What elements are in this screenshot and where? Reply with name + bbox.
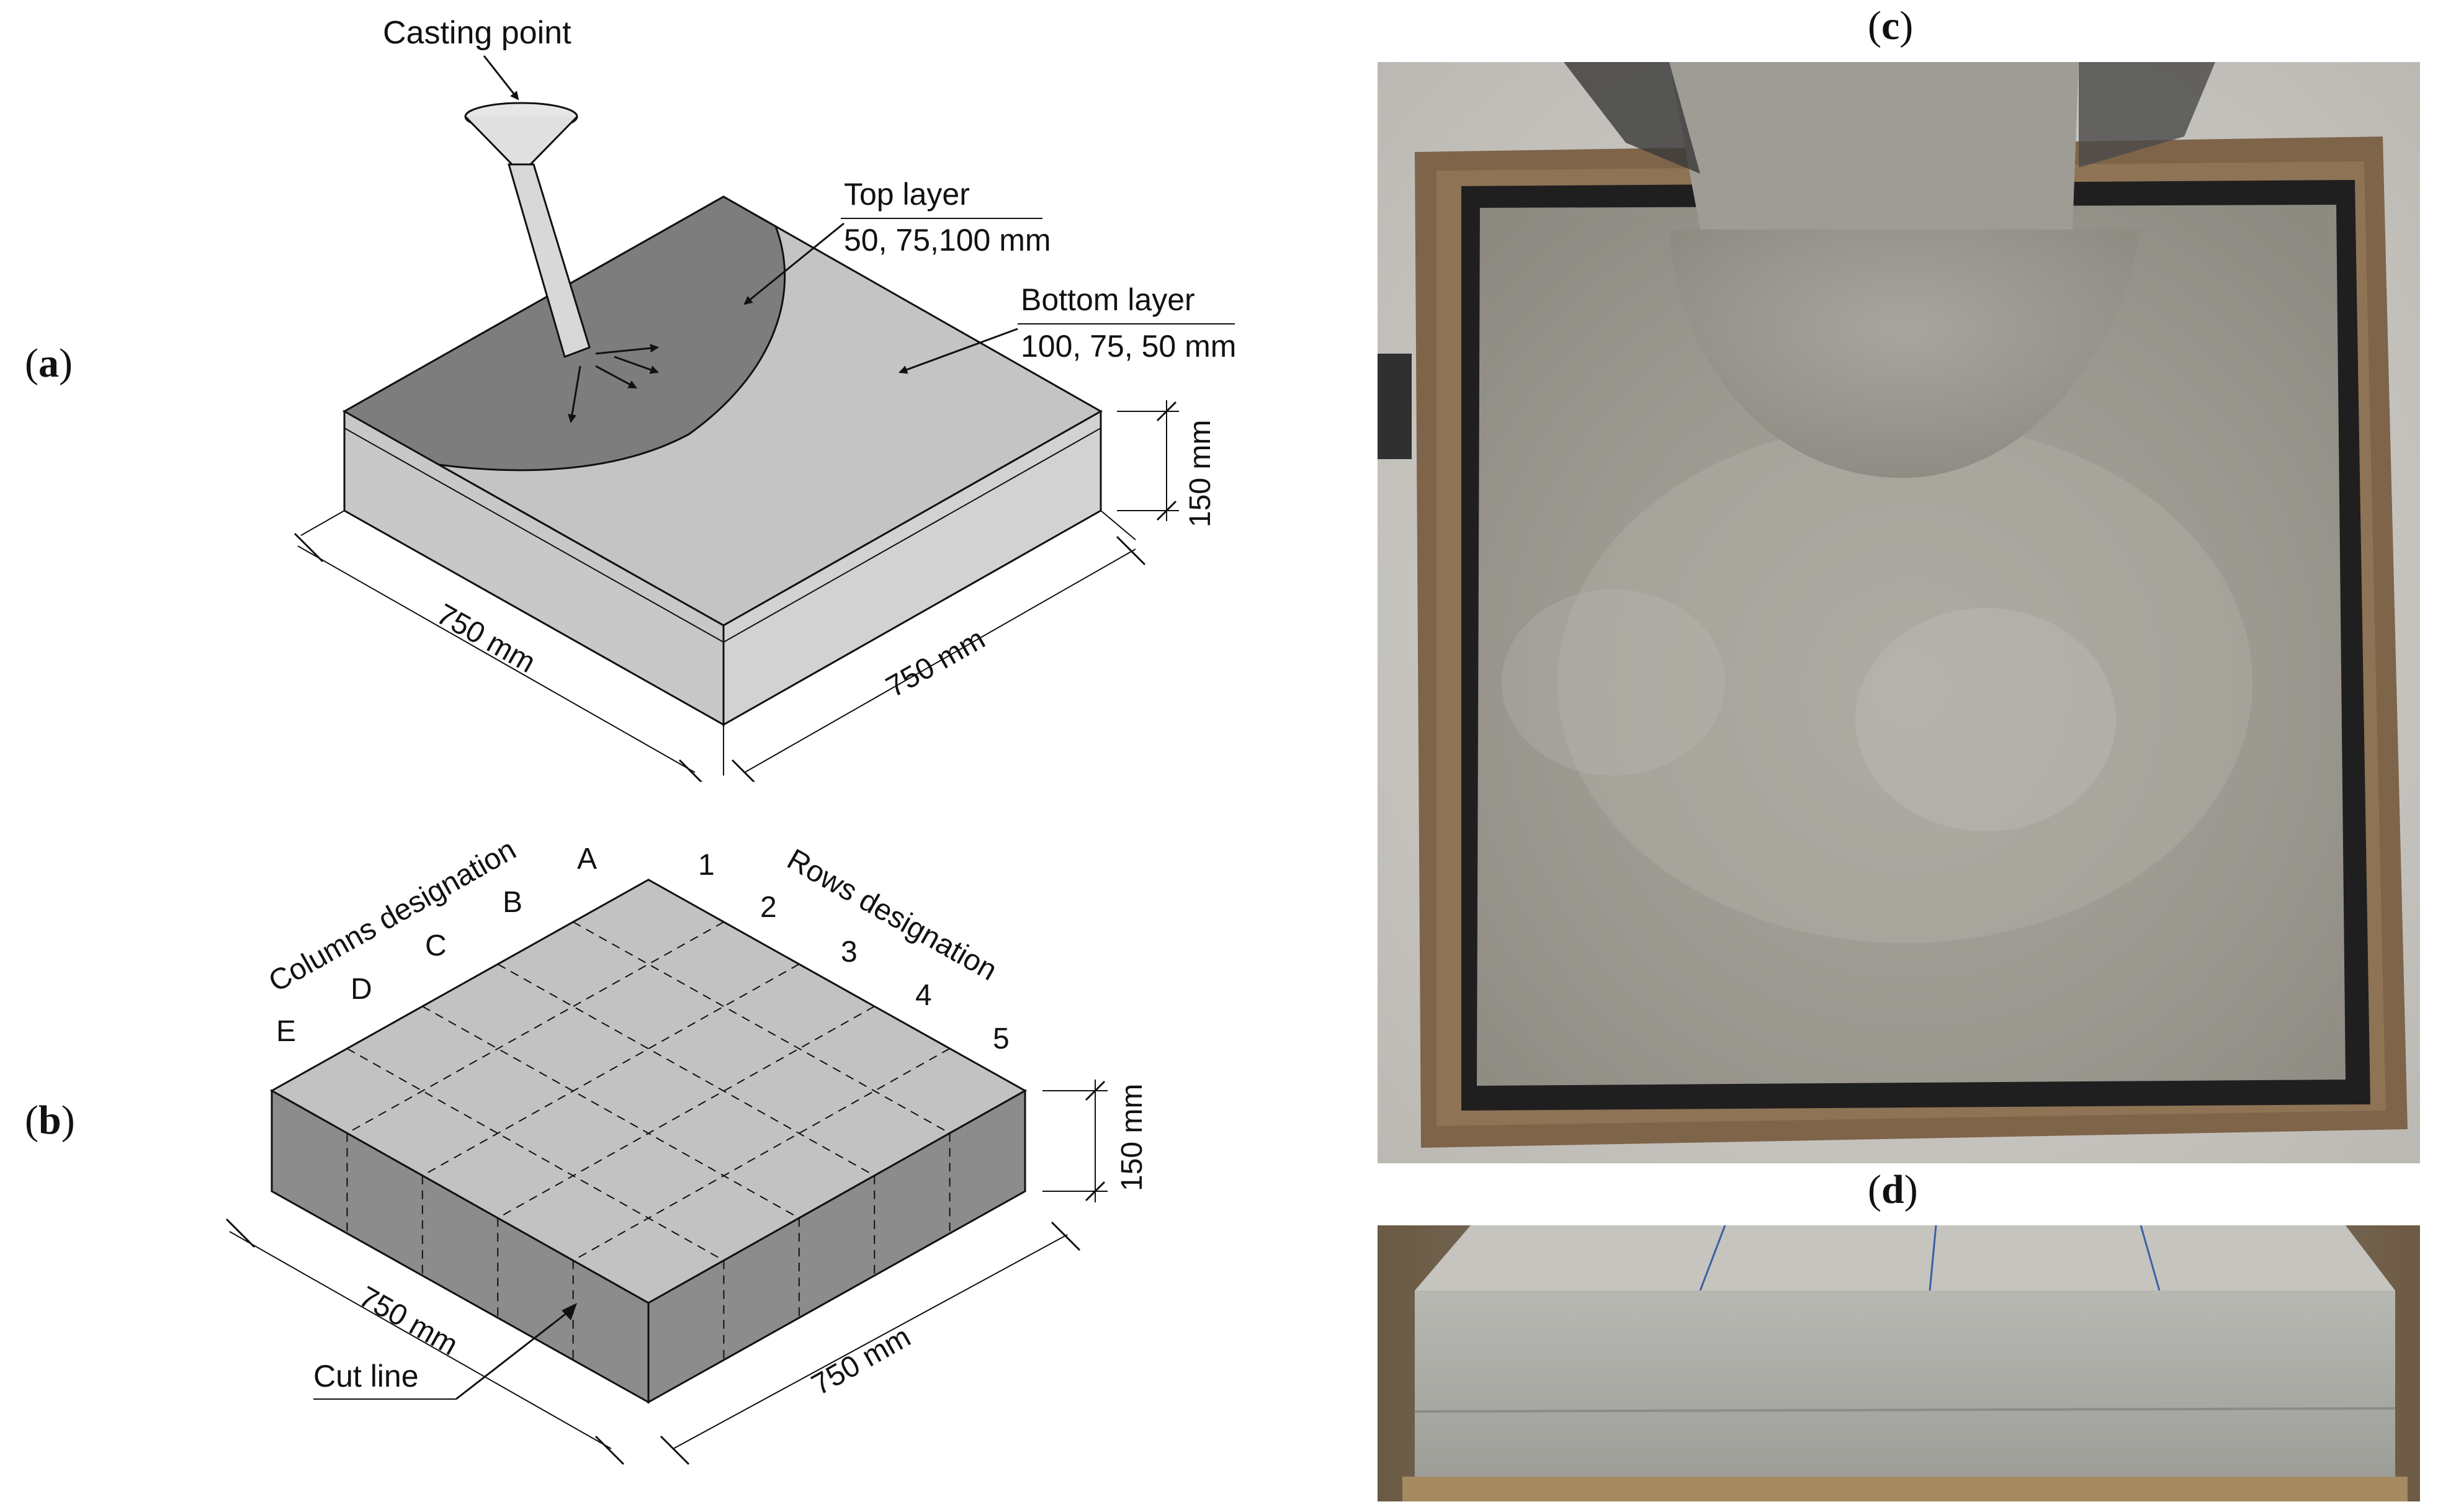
column-label-d: D xyxy=(351,973,372,1006)
panel-label-d: (d) xyxy=(1868,1167,1918,1212)
photo-casting xyxy=(1378,62,2420,1163)
cut-line xyxy=(422,1006,800,1219)
width-left-label-b: 750 mm xyxy=(354,1280,464,1362)
diagram-a: Casting point Top layer 50, 75,100 mm Bo… xyxy=(294,15,1236,782)
diagram-b: Columns designation Rows designation A B… xyxy=(225,833,1149,1465)
panel-label-c: (c) xyxy=(1868,3,1914,48)
concrete-surface xyxy=(1477,205,2346,1086)
row-label-3: 3 xyxy=(841,936,858,968)
poured-concrete-heap xyxy=(1669,230,2141,478)
slab-top-surface xyxy=(1415,1225,2395,1291)
column-label-b: B xyxy=(503,886,522,919)
cut-line xyxy=(573,1048,951,1261)
bottom-layer-label: Bottom layer xyxy=(1021,282,1195,317)
row-label-5: 5 xyxy=(993,1022,1010,1055)
cut-line-label: Cut line xyxy=(313,1359,419,1393)
height-label-a: 150 mm xyxy=(1184,420,1217,527)
column-label-e: E xyxy=(276,1015,296,1048)
rows-designation-label: Rows designation xyxy=(782,843,1003,987)
width-right-label-b: 750 mm xyxy=(806,1320,916,1402)
cut-line xyxy=(346,1048,724,1261)
height-label-b: 150 mm xyxy=(1116,1084,1149,1191)
chute xyxy=(1669,62,2079,230)
panel-label-a: (a) xyxy=(25,341,73,386)
row-label-1: 1 xyxy=(698,849,715,882)
column-label-c: C xyxy=(425,929,447,962)
cut-line xyxy=(346,921,724,1134)
column-label-a: A xyxy=(577,843,597,875)
top-layer-label: Top layer xyxy=(844,177,970,212)
slab-b-right-face xyxy=(647,1089,1026,1404)
cut-line xyxy=(422,964,800,1176)
slab-side xyxy=(1415,1291,2395,1477)
width-right-label-a: 750 mm xyxy=(881,622,990,704)
cut-line xyxy=(573,921,951,1134)
cut-line xyxy=(497,964,875,1176)
panel-label-b: (b) xyxy=(25,1098,75,1143)
top-layer-values: 50, 75,100 mm xyxy=(844,223,1051,257)
casting-point-label: Casting point xyxy=(383,15,571,51)
pallet xyxy=(1402,1477,2408,1501)
cut-grid xyxy=(346,921,951,1361)
funnel-icon xyxy=(464,102,591,358)
photo-slab xyxy=(1378,1225,2420,1501)
row-label-4: 4 xyxy=(915,979,932,1012)
cut-line xyxy=(497,1006,875,1219)
row-label-2: 2 xyxy=(760,891,777,924)
bottom-layer-values: 100, 75, 50 mm xyxy=(1021,329,1236,364)
